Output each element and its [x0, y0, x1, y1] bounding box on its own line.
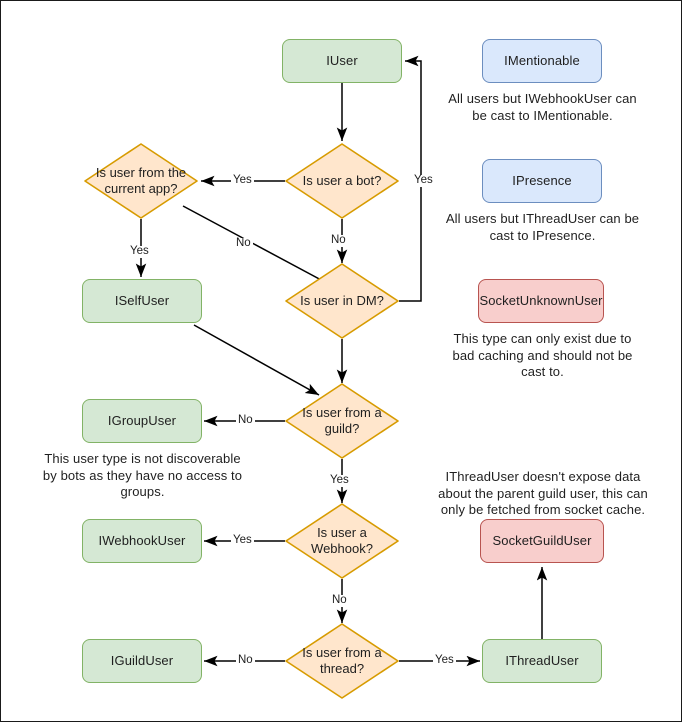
node-is-user-from-a-thread[interactable]: Is user from a thread?: [285, 623, 399, 699]
node-imentionable[interactable]: IMentionable: [482, 39, 602, 83]
node-ipresence[interactable]: IPresence: [482, 159, 602, 203]
node-iuser-label: IUser: [326, 53, 358, 69]
note-thread-user: IThreadUser doesn't expose data about th…: [438, 469, 648, 518]
node-iguilduser[interactable]: IGuildUser: [82, 639, 202, 683]
node-igroupuser[interactable]: IGroupUser: [82, 399, 202, 443]
edge-label-guild-no: No: [236, 414, 255, 427]
diamond-shape: [84, 143, 198, 219]
diamond-shape: [285, 503, 399, 579]
node-ithreaduser-label: IThreadUser: [505, 653, 579, 669]
edge-label-bot-yes: Yes: [231, 174, 254, 187]
edge-label-bot-no: No: [329, 234, 348, 247]
node-imentionable-label: IMentionable: [504, 53, 580, 69]
edge-label-app-no: No: [234, 237, 253, 250]
diamond-shape: [285, 623, 399, 699]
note-mentionable: All users but IWebhookUser can be cast t…: [448, 91, 637, 123]
node-iselfuser-label: ISelfUser: [114, 293, 170, 309]
node-iwebhookuser[interactable]: IWebhookUser: [82, 519, 202, 563]
node-socketunknownuser-label: SocketUnknownUser: [479, 293, 603, 309]
node-iuser[interactable]: IUser: [282, 39, 402, 83]
node-is-user-from-a-thread-label: Is user from a thread?: [302, 644, 382, 676]
node-iguilduser-label: IGuildUser: [110, 653, 174, 669]
note-group-user: This user type is not discoverable by bo…: [42, 451, 243, 500]
diamond-shape: [285, 143, 399, 219]
node-is-user-from-a-guild[interactable]: Is user from a guild?: [285, 383, 399, 459]
node-socketguilduser[interactable]: SocketGuildUser: [480, 519, 604, 563]
node-igroupuser-label: IGroupUser: [107, 413, 177, 429]
diamond-shape: [285, 383, 399, 459]
node-socketunknownuser[interactable]: SocketUnknownUser: [478, 279, 604, 323]
node-ithreaduser[interactable]: IThreadUser: [482, 639, 602, 683]
edge-label-dm-yes: Yes: [412, 174, 435, 187]
edge-label-guild-yes: Yes: [328, 474, 351, 487]
node-is-user-a-webhook[interactable]: Is user a Webhook?: [285, 503, 399, 579]
edge-label-thread-no: No: [236, 654, 255, 667]
node-is-user-in-dm[interactable]: Is user in DM?: [285, 263, 399, 339]
note-socket-unknown: This type can only exist due to bad cach…: [452, 331, 633, 380]
node-socketguilduser-label: SocketGuildUser: [492, 533, 592, 549]
node-iselfuser[interactable]: ISelfUser: [82, 279, 202, 323]
edge-label-webhook-no: No: [330, 594, 349, 607]
node-is-user-from-current-app[interactable]: Is user from the current app?: [84, 143, 198, 219]
note-presence: All users but IThreadUser can be cast to…: [445, 211, 640, 243]
diamond-shape: [285, 263, 399, 339]
node-is-user-from-current-app-label: Is user from the current app?: [95, 164, 187, 196]
node-is-user-from-a-guild-label: Is user from a guild?: [302, 404, 382, 436]
node-is-user-a-bot-label: Is user a bot?: [302, 172, 382, 188]
node-ipresence-label: IPresence: [512, 173, 572, 189]
edge-label-thread-yes: Yes: [433, 654, 456, 667]
node-is-user-in-dm-label: Is user in DM?: [300, 292, 384, 308]
node-is-user-a-bot[interactable]: Is user a bot?: [285, 143, 399, 219]
node-iwebhookuser-label: IWebhookUser: [98, 533, 186, 549]
edge-label-webhook-yes: Yes: [231, 534, 254, 547]
node-is-user-a-webhook-label: Is user a Webhook?: [311, 524, 373, 556]
edge-label-app-yes: Yes: [128, 245, 151, 258]
